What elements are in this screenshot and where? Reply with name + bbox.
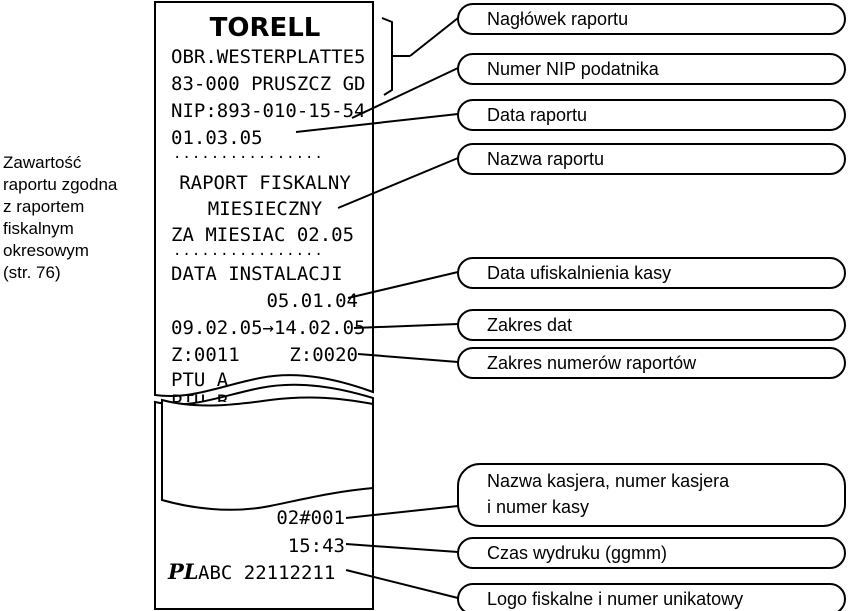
callout-fiscalization-label: Data ufiskalnienia kasy [487,263,671,283]
callout-boxes [457,3,846,611]
receipt-title-line-2: MIESIECZNY [208,198,323,220]
callout-box-reports [457,347,846,379]
receipt-period: ZA MIESIAC 02.05 [171,224,354,246]
receipt-install-label: DATA INSTALACJI [171,263,343,285]
receipt-date: 01.03.05 [171,127,263,149]
callout-box-date [457,99,846,131]
side-note-line-3: z raportem [3,197,84,216]
callout-print-time-label: Czas wydruku (ggmm) [487,543,667,563]
callout-box-range [457,309,846,341]
side-note-line-5: okresowym [3,241,89,260]
receipt-address-line-2: 83-000 PRUSZCZ GD [171,73,365,95]
receipt-z-from: Z:0011 [171,344,240,366]
receipt-z-to: Z:0020 [289,344,358,366]
receipt-tear-gap [161,396,374,511]
receipt-ptu-a: PTU A [171,369,229,391]
side-note-line-2: raportu zgodna [3,175,118,194]
callout-box-print-time [457,537,846,569]
fiscal-logo: PL [167,559,199,584]
receipt-header: TORELL [210,13,321,43]
callout-header-label: Nagłówek raportu [487,9,628,29]
callout-date-label: Data raportu [487,105,587,125]
callout-cashier-label-line-2: i numer kasy [487,497,589,517]
receipt-title-line-1: RAPORT FISKALNY [179,172,351,194]
receipt-date-range: 09.02.05→14.02.05 [171,317,365,339]
receipt-nip: NIP:893-010-15-54 [171,100,365,122]
receipt-address-line-1: OBR.WESTERPLATTE5 [171,46,365,68]
callout-box-nip [457,53,846,85]
side-note-line-1: Zawartość [3,153,82,172]
header-bracket [381,17,393,96]
callout-box-cashier [457,463,846,527]
callout-box-fiscalization [457,257,846,289]
callout-reports-label: Zakres numerów raportów [487,353,697,373]
receipt-paper-top [154,1,374,397]
receipt-cashier: 02#001 [276,507,345,529]
callout-box-name [457,143,846,175]
receipt-install-date: 05.01.04 [266,290,358,312]
receipt-time: 15:43 [288,535,345,557]
callout-range-label: Zakres dat [487,315,572,335]
receipt-ptu-b: PTU B [171,391,228,413]
side-note: Zawartość raportu zgodna z raportem fisk… [3,153,118,282]
receipt-dotted-separator-1: ················ [173,150,324,166]
side-note-line-4: fiskalnym [3,219,74,238]
receipt-unique-number: ABC 22112211 [198,562,335,584]
connector-lines [295,17,459,599]
side-note-line-6: (str. 76) [3,263,61,282]
callout-box-header [457,3,846,35]
callout-nip-label: Numer NIP podatnika [487,59,660,79]
callout-logo-label: Logo fiskalne i numer unikatowy [487,589,743,609]
receipt-dotted-separator-2: ················ [173,247,324,263]
callout-box-logo [457,583,846,611]
callout-cashier-label-line-1: Nazwa kasjera, numer kasjera [487,471,730,491]
callout-name-label: Nazwa raportu [487,149,604,169]
